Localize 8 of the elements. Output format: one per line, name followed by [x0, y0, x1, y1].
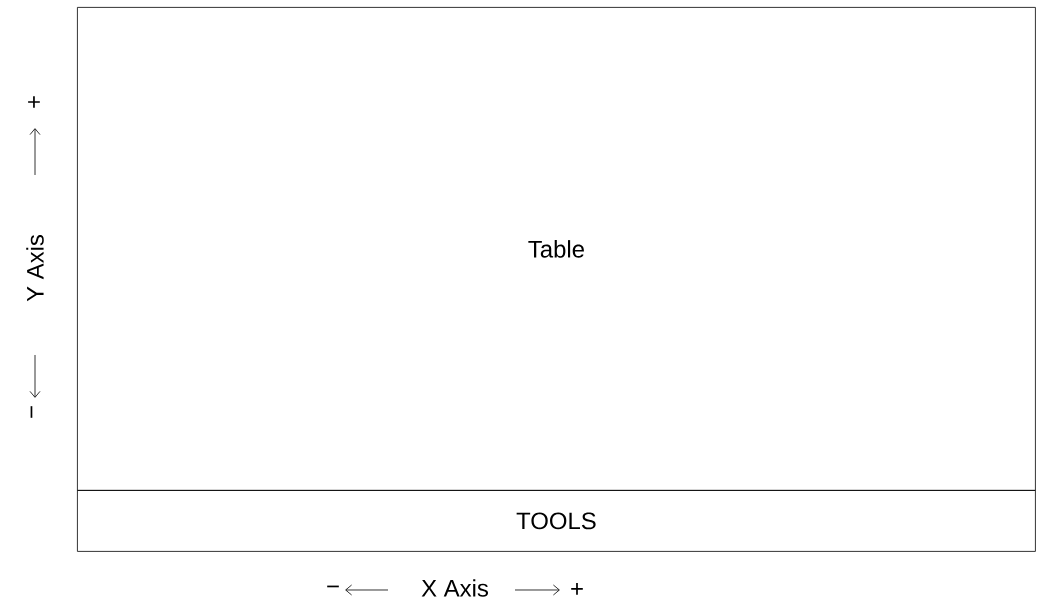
sign-label: +: [28, 96, 40, 108]
sign-label: −: [327, 585, 339, 588]
tools-area: TOOLS: [77, 490, 1036, 552]
sign-label: +: [571, 583, 583, 595]
axis-label: Y Axis: [26, 235, 44, 302]
table-area: Table: [77, 7, 1036, 491]
axis-label: X Axis: [421, 579, 488, 597]
sign-label: −: [30, 406, 33, 418]
